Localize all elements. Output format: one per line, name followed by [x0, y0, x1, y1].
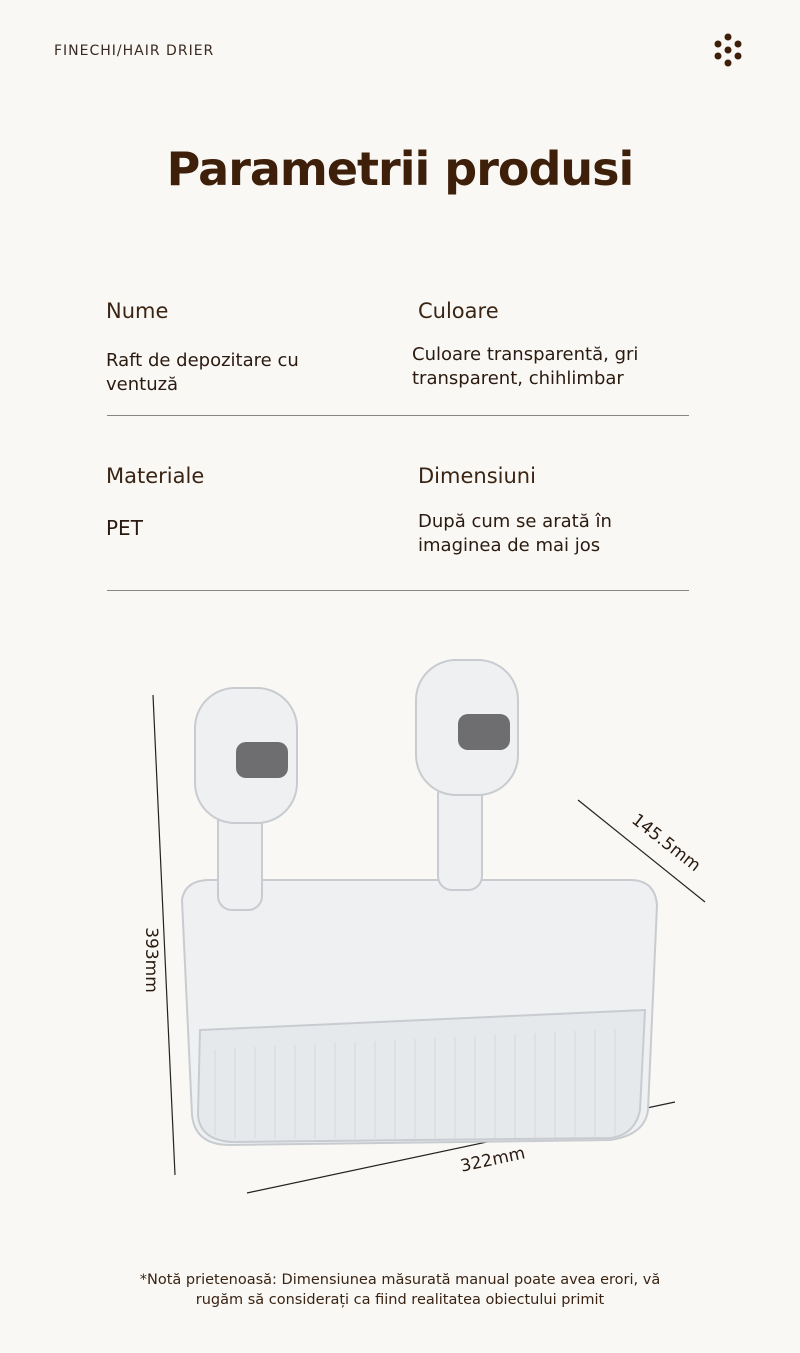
divider [107, 415, 689, 416]
divider [107, 590, 689, 591]
product-illustration [152, 659, 706, 1194]
measurement-note: *Notă prietenoasă: Dimensiunea măsurată … [139, 1272, 661, 1308]
page-title: Parametrii produsi [166, 142, 635, 196]
param-value-dimensions: După cum se arată în imaginea de mai jos [418, 511, 612, 556]
param-value-name: Raft de depozitare cu ventuză [106, 350, 299, 395]
param-value-material: PET [106, 516, 143, 540]
param-label-name: Nume [106, 299, 169, 323]
brand-name: FINECHI/HAIR DRIER [54, 43, 215, 59]
param-label-color: Culoare [418, 299, 499, 323]
dots-grid-icon[interactable] [710, 32, 746, 68]
param-label-dimensions: Dimensiuni [418, 464, 536, 488]
param-label-material: Materiale [106, 464, 205, 488]
param-value-color: Culoare transparentă, gri transparent, c… [412, 344, 639, 389]
height-dimension: 393mm [140, 927, 161, 993]
